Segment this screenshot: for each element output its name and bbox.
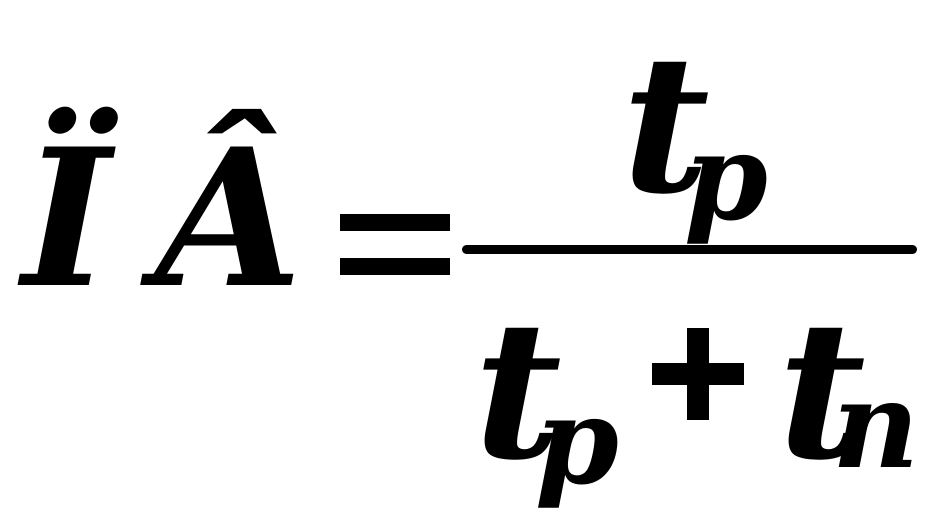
numerator-variable: t (622, 13, 710, 236)
numerator-subscript: p (684, 107, 768, 248)
equals-sign-bottom-bar (340, 258, 450, 275)
equals-sign-top-bar (340, 214, 450, 231)
denominator-term1-subscript: p (535, 371, 619, 512)
denominator-term2-subscript: n (832, 355, 920, 496)
lhs-symbol-2: Â (155, 107, 303, 330)
denominator-term2-variable: t (778, 279, 866, 502)
fraction-bar (462, 245, 917, 254)
plus-vertical-stroke (687, 328, 709, 420)
denominator-term1-variable: t (474, 279, 562, 502)
lhs-symbol-1: Ï (22, 107, 111, 330)
